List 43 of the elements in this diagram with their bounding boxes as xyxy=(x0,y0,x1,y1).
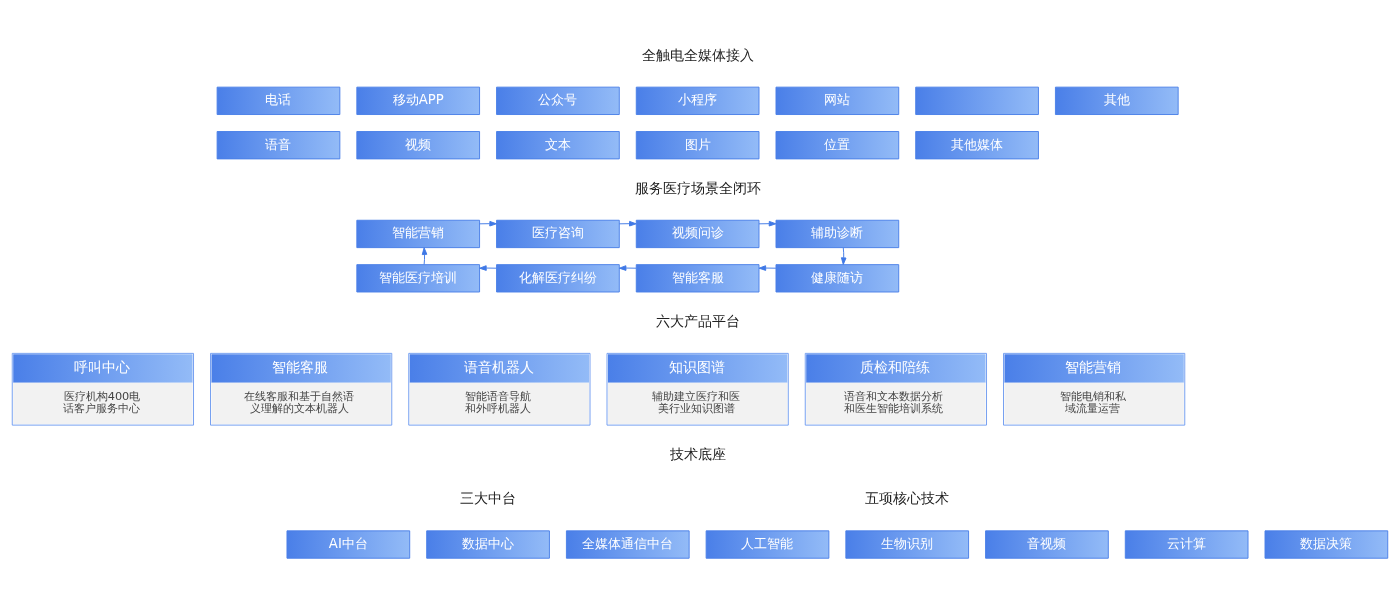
node-box xyxy=(915,86,1039,115)
node-box: 其他媒体 xyxy=(915,130,1039,159)
node-box: 电话 xyxy=(216,86,341,115)
node-box: 音视频 xyxy=(985,529,1109,559)
arrow xyxy=(758,264,777,271)
arrow xyxy=(618,264,637,271)
arrow xyxy=(840,246,847,265)
node-box: 健康随访 xyxy=(775,263,900,292)
node-box: 公众号 xyxy=(496,86,620,115)
node-box: 智能营销 xyxy=(356,219,481,248)
node-box: 数据中心 xyxy=(426,529,550,559)
node-box: 其他 xyxy=(1054,86,1179,115)
node-box: 网站 xyxy=(775,86,900,115)
node-box: 位置 xyxy=(775,130,900,159)
arrow xyxy=(758,220,777,226)
node-box: 全媒体通信中台 xyxy=(565,529,690,559)
node-box: 医疗咨询 xyxy=(496,219,620,248)
node-box: 辅助诊断 xyxy=(775,219,900,248)
node-box: 文本 xyxy=(496,130,620,159)
node-box: 云计算 xyxy=(1124,529,1249,559)
node-box: AI中台 xyxy=(286,529,411,559)
arrow xyxy=(479,220,497,226)
label: 技术底座 xyxy=(669,445,726,462)
node-box: 移动APP xyxy=(356,86,481,115)
node-box: 智能客服 xyxy=(635,263,760,292)
label: 全触电全媒体接入 xyxy=(641,46,754,63)
label: 六大产品平台 xyxy=(655,312,740,329)
node-box: 图片 xyxy=(635,130,760,159)
label: 服务医疗场景全闭环 xyxy=(634,179,761,196)
label: 三大中台 xyxy=(460,489,517,506)
node-box: 视频问诊 xyxy=(635,219,760,248)
node-box: 语音 xyxy=(216,130,341,159)
node-box: 化解医疗纠纷 xyxy=(496,263,620,292)
node-box: 智能医疗培训 xyxy=(356,263,481,292)
arrow xyxy=(421,246,428,265)
node-box: 数据决策 xyxy=(1264,529,1389,559)
node-box: 视频 xyxy=(356,130,481,159)
arrow xyxy=(618,220,637,226)
node-box: 生物识别 xyxy=(845,529,970,559)
arrow xyxy=(479,264,497,271)
node-box: 人工智能 xyxy=(705,529,830,559)
node-box: 小程序 xyxy=(635,86,760,115)
label: 五项核心技术 xyxy=(865,489,950,506)
